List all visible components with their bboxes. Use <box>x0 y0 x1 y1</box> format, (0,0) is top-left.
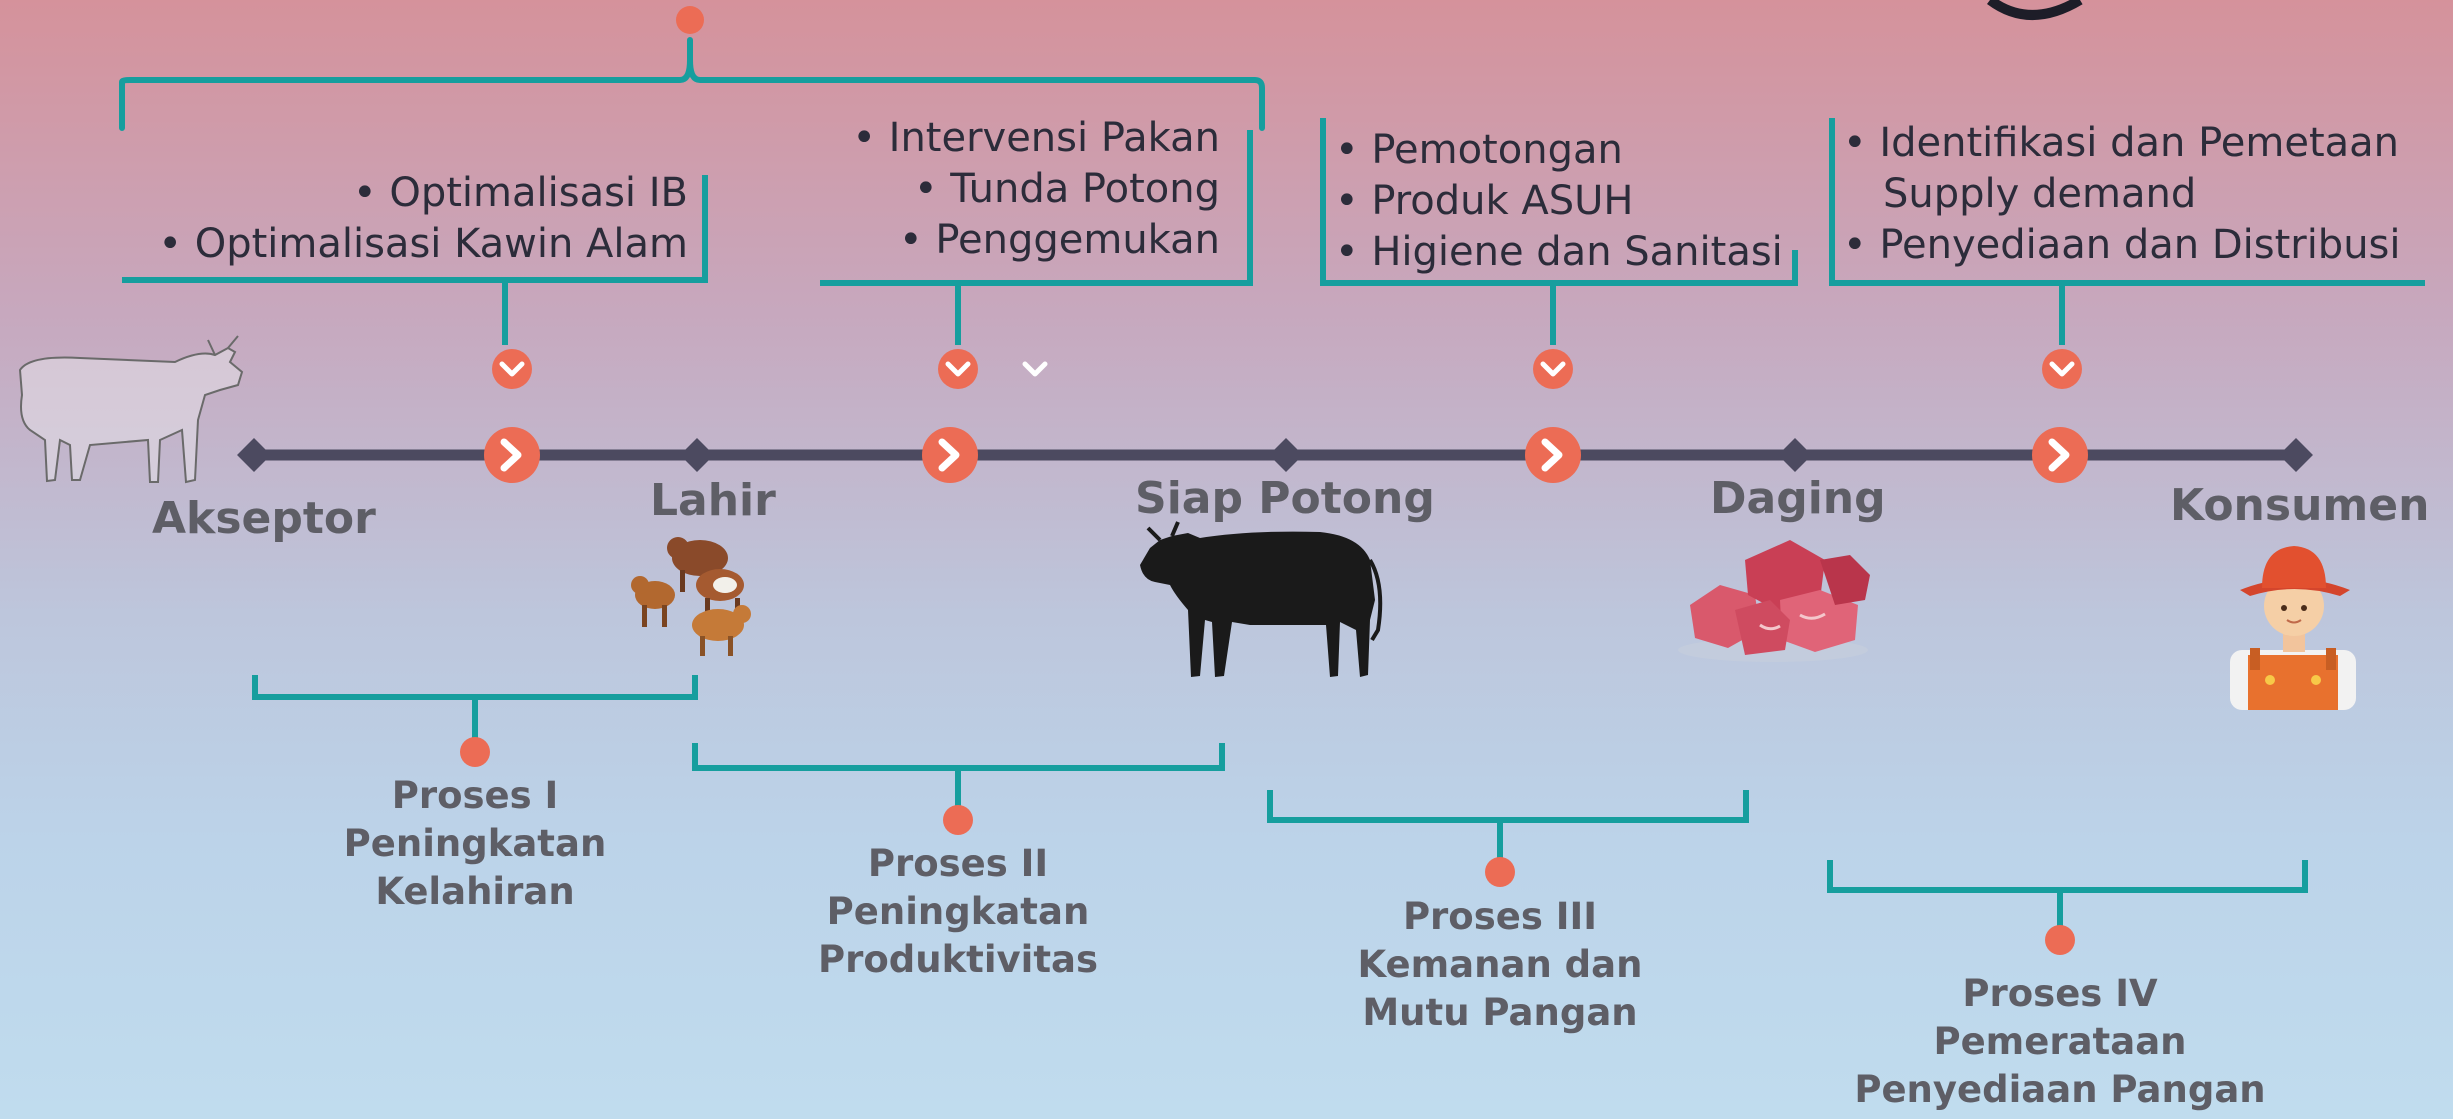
cow-sketch-icon <box>18 335 244 484</box>
intervention-item: Optimalisasi IB <box>158 168 688 219</box>
bull-silhouette-icon <box>1140 521 1383 677</box>
node-daging <box>1778 438 1812 472</box>
intervention-item: Intervensi Pakan <box>852 113 1220 164</box>
process4-dot <box>2045 925 2075 955</box>
process-1-label: Proses I Peningkatan Kelahiran <box>275 772 675 916</box>
process4-bracket <box>1827 860 2308 893</box>
intervention-box-2: Intervensi Pakan Tunda Potong Penggemuka… <box>852 113 1220 266</box>
process2-dot <box>943 805 973 835</box>
meat-icon <box>1678 540 1870 662</box>
top-brace <box>119 37 1265 131</box>
process-title: Proses II <box>867 842 1049 885</box>
decorative-arc <box>1987 0 2083 20</box>
timeline-nodes <box>237 438 2313 472</box>
process-3-label: Proses III Kemanan dan Mutu Pangan <box>1300 893 1700 1037</box>
process-2-label: Proses II Peningkatan Produktivitas <box>758 840 1158 984</box>
stage-daging: Daging <box>1710 473 1886 524</box>
process-line: Produktivitas <box>817 938 1099 981</box>
process3-bracket <box>1267 790 1749 823</box>
node-akseptor <box>237 438 271 472</box>
chevron-down-icon <box>1022 361 1048 377</box>
chevron-down-icon <box>1533 349 1573 389</box>
process-line: Peningkatan <box>343 822 607 865</box>
intervention-box-4: Identifikasi dan Pemetaan Supply demand … <box>1843 118 2401 271</box>
box4-bracket <box>1829 118 2425 286</box>
stage-lahir: Lahir <box>650 475 776 526</box>
process-line: Peningkatan <box>826 890 1090 933</box>
intervention-box-1: Optimalisasi IB Optimalisasi Kawin Alam <box>158 168 688 270</box>
stage-siap-potong: Siap Potong <box>1135 473 1435 524</box>
intervention-item: Tunda Potong <box>852 164 1220 215</box>
process-title: Proses I <box>391 774 559 817</box>
process-4-label: Proses IV Pemerataan Penyediaan Pangan <box>1830 970 2290 1114</box>
box1-bracket <box>122 175 708 283</box>
process-line: Kemanan dan <box>1357 943 1643 986</box>
process1-dot <box>460 737 490 767</box>
process2-bracket <box>692 743 1225 771</box>
stage-konsumen: Konsumen <box>2170 480 2430 531</box>
process-line: Pemerataan <box>1933 1020 2187 1063</box>
chevron-down-icon <box>492 349 532 389</box>
intervention-box-3: Pemotongan Produk ASUH Higiene dan Sanit… <box>1335 125 1783 278</box>
process-title: Proses IV <box>1962 972 2158 1015</box>
calves-icon <box>631 537 751 656</box>
chevron-down-icon <box>2042 349 2082 389</box>
node-lahir <box>680 438 714 472</box>
intervention-item: Optimalisasi Kawin Alam <box>158 219 688 270</box>
intervention-item-continuation: Supply demand <box>1883 171 2197 217</box>
chevron-right-icon <box>1525 427 1581 483</box>
process-title: Proses III <box>1402 895 1598 938</box>
process1-bracket <box>252 675 698 700</box>
intervention-item: Pemotongan <box>1335 125 1783 176</box>
process-line: Mutu Pangan <box>1362 991 1638 1034</box>
farmer-icon <box>2230 546 2356 710</box>
box2-bracket <box>820 130 1253 286</box>
top-brace-dot <box>676 6 704 34</box>
node-siap-potong <box>1269 438 1303 472</box>
process-line: Kelahiran <box>375 870 575 913</box>
chevron-right-icon <box>922 427 978 483</box>
intervention-item: Penyediaan dan Distribusi <box>1843 220 2400 271</box>
chevron-right-icon <box>2032 427 2088 483</box>
intervention-item: Produk ASUH <box>1335 176 1783 227</box>
process3-dot <box>1485 857 1515 887</box>
intervention-item: Identifikasi dan Pemetaan <box>1843 118 2401 169</box>
box3-bracket <box>1320 118 1798 286</box>
chevron-down-icon <box>938 349 978 389</box>
chevron-right-icon <box>484 427 540 483</box>
node-konsumen <box>2279 438 2313 472</box>
intervention-item: Penggemukan <box>852 215 1220 266</box>
stage-akseptor: Akseptor <box>152 493 376 544</box>
process-line: Penyediaan Pangan <box>1854 1068 2266 1111</box>
intervention-item: Higiene dan Sanitasi <box>1335 227 1782 278</box>
